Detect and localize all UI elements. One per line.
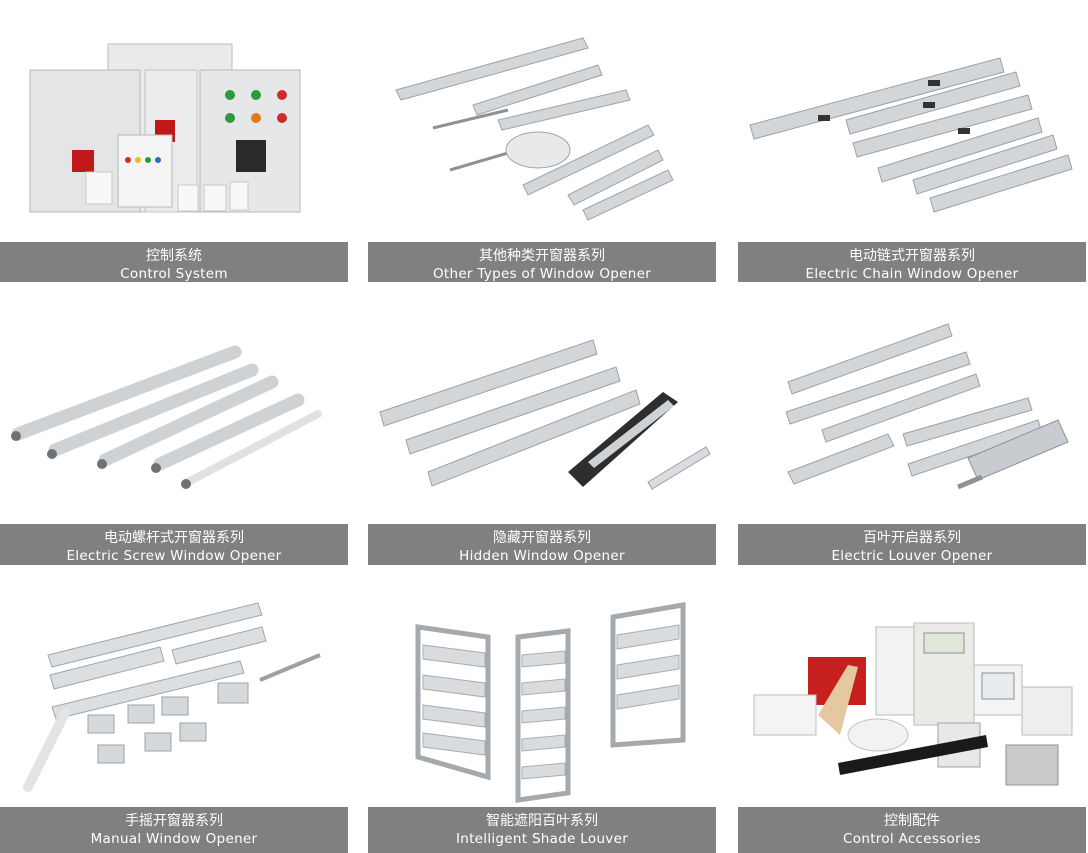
product-card-shade-louver[interactable]: 智能遮阳百叶系列 Intelligent Shade Louver bbox=[368, 565, 716, 853]
product-title-zh: 控制系统 bbox=[146, 248, 202, 264]
product-card-electric-screw[interactable]: 电动螺杆式开窗器系列 Electric Screw Window Opener bbox=[0, 282, 348, 570]
product-card-other-types[interactable]: 其他种类开窗器系列 Other Types of Window Opener bbox=[368, 0, 716, 288]
product-caption[interactable]: 电动链式开窗器系列 Electric Chain Window Opener bbox=[738, 242, 1086, 288]
product-caption[interactable]: 手摇开窗器系列 Manual Window Opener bbox=[0, 807, 348, 853]
product-card-hidden[interactable]: 隐藏开窗器系列 Hidden Window Opener bbox=[368, 282, 716, 570]
product-title-en: Control Accessories bbox=[843, 831, 981, 847]
product-title-zh: 手摇开窗器系列 bbox=[125, 813, 223, 829]
product-caption[interactable]: 控制系统 Control System bbox=[0, 242, 348, 288]
product-title-zh: 智能遮阳百叶系列 bbox=[486, 813, 598, 829]
product-caption[interactable]: 电动螺杆式开窗器系列 Electric Screw Window Opener bbox=[0, 524, 348, 570]
product-title-zh: 其他种类开窗器系列 bbox=[479, 248, 605, 264]
product-title-en: Electric Screw Window Opener bbox=[66, 548, 282, 564]
product-caption[interactable]: 隐藏开窗器系列 Hidden Window Opener bbox=[368, 524, 716, 570]
product-caption[interactable]: 其他种类开窗器系列 Other Types of Window Opener bbox=[368, 242, 716, 288]
shade-louver-image[interactable] bbox=[368, 565, 716, 805]
product-title-en: Hidden Window Opener bbox=[459, 548, 625, 564]
screw-opener-image[interactable] bbox=[0, 282, 348, 522]
chain-opener-image[interactable] bbox=[738, 0, 1086, 240]
louver-opener-image[interactable] bbox=[738, 282, 1086, 522]
product-title-en: Intelligent Shade Louver bbox=[455, 831, 629, 847]
product-card-louver[interactable]: 百叶开启器系列 Electric Louver Opener bbox=[738, 282, 1086, 570]
product-card-electric-chain[interactable]: 电动链式开窗器系列 Electric Chain Window Opener bbox=[738, 0, 1086, 288]
product-title-en: Electric Louver Opener bbox=[831, 548, 993, 564]
product-caption[interactable]: 百叶开启器系列 Electric Louver Opener bbox=[738, 524, 1086, 570]
hidden-opener-image[interactable] bbox=[368, 282, 716, 522]
product-title-en: Manual Window Opener bbox=[90, 831, 258, 847]
product-card-accessories[interactable]: 控制配件 Control Accessories bbox=[738, 565, 1086, 853]
product-title-en: Other Types of Window Opener bbox=[432, 266, 652, 282]
product-title-en: Control System bbox=[120, 266, 228, 282]
product-title-zh: 电动链式开窗器系列 bbox=[849, 248, 975, 264]
product-caption[interactable]: 智能遮阳百叶系列 Intelligent Shade Louver bbox=[368, 807, 716, 853]
product-title-zh: 隐藏开窗器系列 bbox=[493, 530, 591, 546]
product-title-zh: 电动螺杆式开窗器系列 bbox=[104, 530, 244, 546]
control-panel-image[interactable] bbox=[0, 0, 348, 240]
product-title-en: Electric Chain Window Opener bbox=[805, 266, 1019, 282]
product-caption[interactable]: 控制配件 Control Accessories bbox=[738, 807, 1086, 853]
product-title-zh: 百叶开启器系列 bbox=[863, 530, 961, 546]
window-opener-image[interactable] bbox=[368, 0, 716, 240]
product-card-manual[interactable]: 手摇开窗器系列 Manual Window Opener bbox=[0, 565, 348, 853]
product-title-zh: 控制配件 bbox=[884, 813, 940, 829]
accessories-image[interactable] bbox=[738, 565, 1086, 805]
product-card-control-system[interactable]: 控制系统 Control System bbox=[0, 0, 348, 288]
manual-opener-image[interactable] bbox=[0, 565, 348, 805]
